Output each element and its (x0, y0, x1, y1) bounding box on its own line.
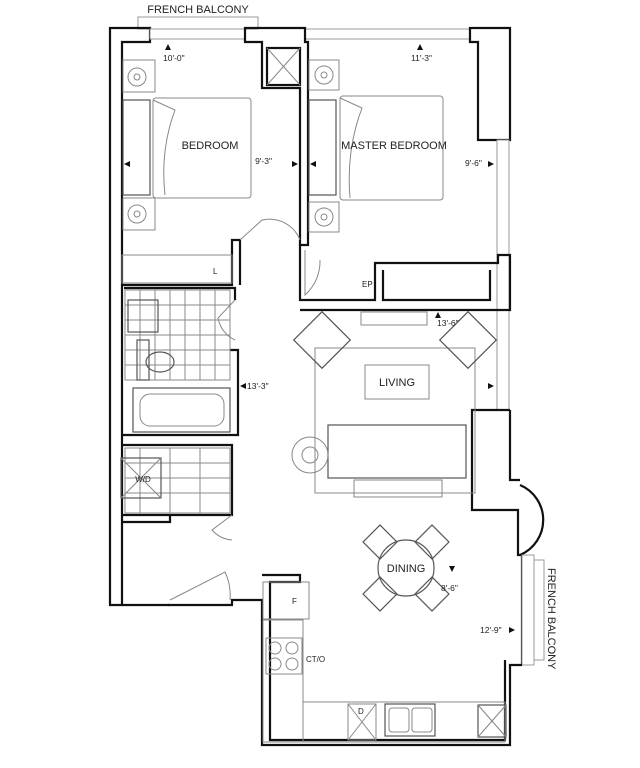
bathroom: 13'-3" (124, 289, 269, 433)
top-french-balcony: FRENCH BALCONY (137, 4, 259, 30)
dining-label: DINING (387, 563, 426, 575)
doors (169, 218, 321, 601)
top-balcony-label: FRENCH BALCONY (147, 4, 249, 16)
electrical-panel-label: EP (362, 280, 373, 289)
master-bedroom-furniture: MASTER BEDROOM 11'-3" 9'-6" EP (308, 53, 482, 289)
master-bedroom-label: MASTER BEDROOM (341, 140, 447, 152)
walls (108, 26, 545, 747)
bedroom-width-dim: 10'-0" (163, 53, 185, 63)
bedroom-label: BEDROOM (182, 140, 239, 152)
bedroom-depth-dim: 9'-3" (255, 156, 272, 166)
right-balcony-label: FRENCH BALCONY (545, 568, 557, 670)
dimension-arrows (124, 44, 515, 633)
cooktop-oven-label: CT/O (306, 655, 325, 664)
linen-label: L (213, 267, 218, 276)
living-label: LIVING (379, 377, 415, 389)
living-width-dim: 13'-6" (437, 318, 459, 328)
bedroom-furniture: BEDROOM 10'-0" 9'-3" L (121, 53, 272, 284)
laundry: W/D (120, 447, 231, 514)
dining-furniture: DINING 8'-6" 12'-9" (362, 524, 502, 635)
kitchen: F CT/O D (262, 581, 507, 743)
dining-width-dim: 8'-6" (441, 583, 458, 593)
dishwasher-label: D (358, 707, 364, 716)
washer-dryer-label: W/D (135, 475, 151, 484)
living-depth-dim: 13'-3" (247, 381, 269, 391)
master-depth-dim: 9'-6" (465, 158, 482, 168)
dining-depth-dim: 12'-9" (480, 625, 502, 635)
fridge-label: F (292, 597, 297, 606)
master-width-dim: 11'-3" (411, 53, 432, 63)
living-furniture: LIVING 13'-6" (291, 310, 498, 498)
